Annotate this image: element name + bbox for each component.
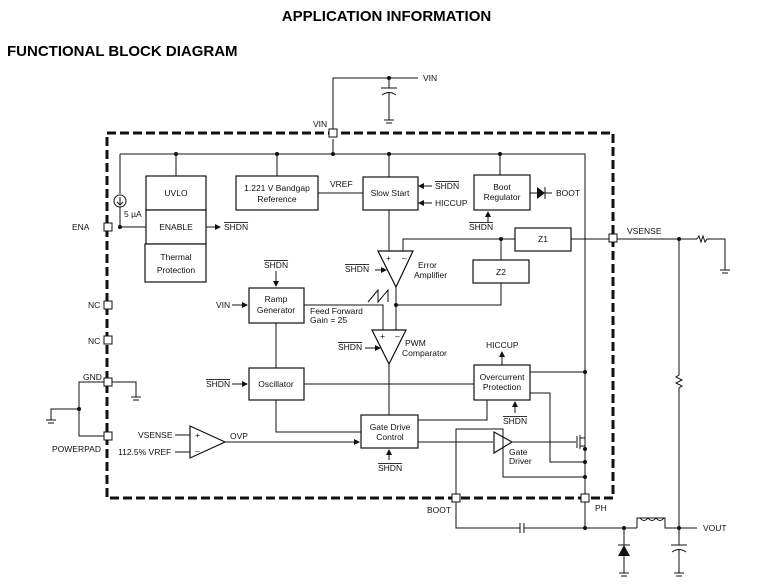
labels-minus-text: – <box>195 446 200 456</box>
blocks-bandgap-0-text: 1.221 V Bandgap <box>244 183 310 193</box>
hiccup-input-label: HICCUP <box>435 198 468 208</box>
blocks-oscillator-text: Oscillator <box>258 379 294 389</box>
labels-error_amp-0-text: Error <box>418 260 437 270</box>
ovp-label: OVP <box>230 431 248 441</box>
section-heading: FUNCTIONAL BLOCK DIAGRAM <box>7 43 238 60</box>
blocks-z1-text: Z1 <box>538 234 548 244</box>
uvlo-block <box>145 175 207 211</box>
labels-shdn-text: SHDN <box>338 342 362 352</box>
labels-plus-text: + <box>380 331 385 341</box>
labels-shdn-text: SHDN <box>345 264 369 274</box>
slow-start-block <box>362 176 419 211</box>
enable-label: ENABLE <box>159 222 193 232</box>
pins-nc1-text: NC <box>88 300 100 310</box>
inductor-icon <box>636 517 679 529</box>
gate-drive-control-block <box>360 414 419 449</box>
labels-feed_forward-1-text: Gain = 25 <box>310 315 347 325</box>
hiccup-output-label: HICCUP <box>486 340 519 350</box>
pins-gnd-text: GND <box>83 372 102 382</box>
labels-gate_driver-0-text: Gate <box>509 447 528 457</box>
pin-ena-label: ENA <box>72 222 90 232</box>
pins-nc2-text: NC <box>88 336 100 346</box>
pin-powerpad[interactable] <box>103 431 113 441</box>
blocks-thermal-1-text: Protection <box>157 265 196 275</box>
blocks-boot_regulator-0-text: Boot <box>493 182 511 192</box>
pins-vsense-text: VSENSE <box>627 226 662 236</box>
sawtooth-icon <box>367 288 389 304</box>
uvlo-label: UVLO <box>164 188 188 198</box>
pins-boot-text: BOOT <box>427 505 451 515</box>
pins-ph-text: PH <box>595 503 607 513</box>
labels-shdn-text: SHDN <box>264 260 288 270</box>
vin-input-network: VIN <box>332 73 437 133</box>
blocks-bandgap-1-text: Reference <box>257 194 296 204</box>
labels-shdn-text: SHDN <box>503 416 527 426</box>
oscillator-block <box>248 367 305 401</box>
labels-plus-text: + <box>195 430 200 440</box>
pin-vin[interactable] <box>328 128 338 138</box>
blocks-ramp-0-text: Ramp <box>265 294 288 304</box>
thermal-protection-block <box>144 243 207 283</box>
ic-boundary <box>105 131 615 500</box>
blocks-overcurrent-0-text: Overcurrent <box>480 372 526 382</box>
vref-label: VREF <box>330 179 353 189</box>
labels-minus-text: – <box>395 331 400 341</box>
blocks-gate_drive_control-1-text: Control <box>376 432 404 442</box>
vout-label: VOUT <box>703 523 727 533</box>
overcurrent-protection-block <box>473 364 531 401</box>
bandgap-block <box>235 175 319 211</box>
blocks-boot_regulator-1-text: Regulator <box>484 192 521 202</box>
blocks-slow_start-text: Slow Start <box>371 188 410 198</box>
labels-error_amp-1-text: Amplifier <box>414 270 447 280</box>
labels-pwm_comp-1-text: Comparator <box>402 348 447 358</box>
labels-gate_driver-1-text: Driver <box>509 456 532 466</box>
shdn-label: SHDN <box>224 222 248 232</box>
labels-shdn-text: SHDN <box>469 222 493 232</box>
blocks-z2-text: Z2 <box>496 267 506 277</box>
blocks-gate_drive_control-0-text: Gate Drive <box>370 422 411 432</box>
pin-gnd[interactable] <box>103 377 113 387</box>
labels-pwm_comp-0-text: PWM <box>405 338 426 348</box>
ramp-generator-block <box>248 287 305 324</box>
error-amplifier <box>377 250 414 289</box>
pin-vin-label: VIN <box>313 119 327 129</box>
labels-vin_in-text: VIN <box>216 300 230 310</box>
labels-shdn-text: SHDN <box>378 463 402 473</box>
mosfet-icon <box>576 435 585 449</box>
pins-powerpad-text: POWERPAD <box>52 444 101 454</box>
resistor-icon <box>696 234 708 244</box>
pwm-comparator <box>371 329 407 366</box>
diode-icon <box>537 187 545 199</box>
labels-ovp_minus-text: 112.5% VREF <box>118 447 171 457</box>
labels-minus-text: – <box>402 253 407 263</box>
blocks-thermal-0-text: Thermal <box>160 252 191 262</box>
catch-diode-icon <box>618 545 630 556</box>
pin-nc-2[interactable] <box>103 335 113 345</box>
pin-ena[interactable] <box>103 222 113 232</box>
external-vin-label: VIN <box>423 73 437 83</box>
labels-boot-text: BOOT <box>556 188 580 198</box>
pin-nc-1[interactable] <box>103 300 113 310</box>
labels-shdn-text: SHDN <box>206 379 230 389</box>
labels-plus-text: + <box>386 253 391 263</box>
current-source-label: 5 µA <box>124 209 142 219</box>
labels-shdn-text: SHDN <box>435 181 459 191</box>
blocks-ramp-1-text: Generator <box>257 305 295 315</box>
pin-vsense[interactable] <box>608 233 618 243</box>
page-heading: APPLICATION INFORMATION <box>281 8 492 25</box>
labels-ovp_plus-text: VSENSE <box>138 430 173 440</box>
pin-ph[interactable] <box>580 493 590 503</box>
labels-feed_forward-0-text: Feed Forward <box>310 306 363 316</box>
pin-boot[interactable] <box>451 493 461 503</box>
blocks-overcurrent-1-text: Protection <box>483 382 522 392</box>
ovp-comparator <box>189 425 227 459</box>
